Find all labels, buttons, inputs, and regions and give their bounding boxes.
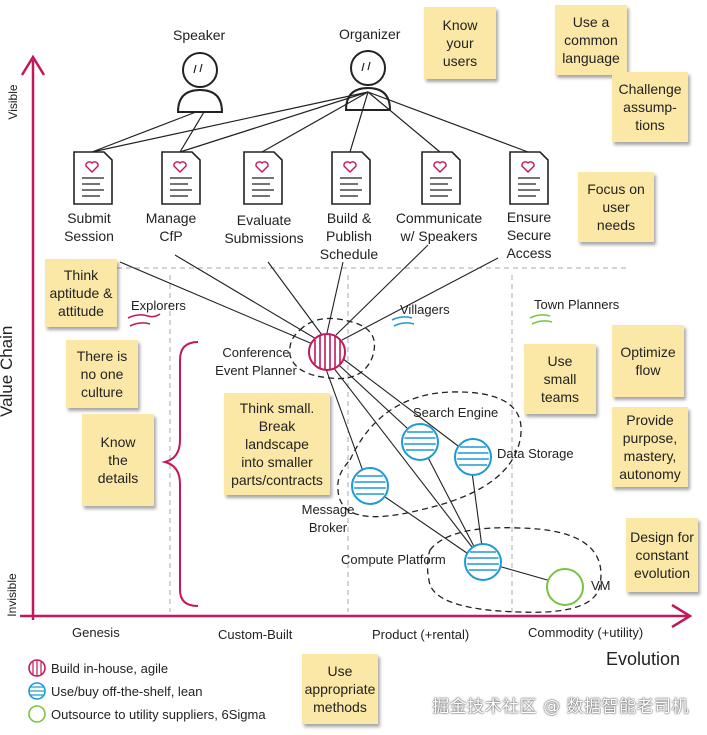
x-axis-arrow <box>671 603 693 629</box>
sticky-aptitude: Think aptitude & attitude <box>45 259 117 327</box>
data-storage-node <box>454 438 492 476</box>
need-schedule: Build & Publish Schedule <box>319 210 379 262</box>
sticky-optimize-flow: Optimize flow <box>612 325 684 397</box>
component-search-label: Search Engine <box>413 405 499 420</box>
component-broker-label: Message Broker <box>301 502 355 535</box>
legend-outsource-symbol <box>28 705 46 723</box>
y-axis-bottom-label: Invisible <box>5 573 19 617</box>
need-evaluate: Evaluate Submissions <box>224 212 304 246</box>
component-vm-label: VM <box>591 578 611 593</box>
user-organizer: Organizer <box>339 26 401 42</box>
need-documents <box>73 151 549 205</box>
component-compute-label: Compute Platform <box>341 552 446 567</box>
need-doc-manage-icon <box>161 151 201 205</box>
stage-genesis: Genesis <box>72 625 120 640</box>
y-axis-arrow <box>20 54 46 76</box>
need-doc-schedule-icon <box>331 151 371 205</box>
off-shelf-nodes <box>351 423 502 581</box>
town-planners-squiggle <box>529 314 553 325</box>
explorers-squiggle <box>127 313 161 327</box>
sticky-know-details: Know the details <box>82 414 154 506</box>
sticky-challenge: Challenge assump- tions <box>612 72 688 142</box>
need-communicate: Communicate w/ Speakers <box>395 210 483 244</box>
need-manage-cfp: Manage CfP <box>145 210 197 244</box>
legend-offshelf-symbol <box>28 682 46 700</box>
legend-inhouse: Build in-house, agile <box>51 661 169 676</box>
y-axis-top-label: Visible <box>6 84 20 120</box>
sticky-constant-evolution: Design for constant evolution <box>626 518 698 592</box>
sticky-know-users: Know your users <box>424 7 496 79</box>
compute-platform-node <box>464 543 502 581</box>
conference-planner-node <box>308 333 346 371</box>
need-component-links <box>119 244 566 586</box>
need-doc-secure-icon <box>509 151 549 205</box>
stage-commodity: Commodity (+utility) <box>528 625 644 640</box>
legend-outsource: Outsource to utility suppliers, 6Sigma <box>51 707 266 722</box>
services-group <box>337 391 522 518</box>
sticky-purpose: Provide purpose, mastery, autonomy <box>612 407 688 487</box>
villagers-squiggle <box>391 316 415 327</box>
stage-product: Product (+rental) <box>372 627 470 642</box>
vm-node <box>546 568 584 606</box>
explorers-brace <box>161 341 199 607</box>
sticky-think-small: Think small. Break landscape into smalle… <box>224 393 330 495</box>
watermark: 掘金技术社区 @ 数据智能老司机 <box>432 697 689 717</box>
sticky-no-culture: There is no one culture <box>66 340 138 408</box>
component-conference-label: Conference Event Planner <box>215 345 297 378</box>
component-storage-label: Data Storage <box>497 446 574 461</box>
planner-group <box>289 317 376 380</box>
compute-group <box>426 527 602 613</box>
need-doc-communicate-icon <box>421 151 461 205</box>
sticky-appropriate-methods: Use appropriate methods <box>302 654 378 724</box>
need-doc-evaluate-icon <box>243 151 283 205</box>
sticky-common-language: Use a common language <box>555 5 627 75</box>
sticky-small-teams: Use small teams <box>524 344 596 414</box>
need-doc-submit-icon <box>73 151 113 205</box>
need-submit-session: Submit Session <box>64 210 114 244</box>
user-speaker: Speaker <box>173 27 226 43</box>
need-secure-access: Ensure Secure Access <box>506 209 552 261</box>
search-engine-node <box>401 423 439 461</box>
y-axis-label: Value Chain <box>0 325 16 417</box>
persona-explorers: Explorers <box>131 298 186 313</box>
speaker-figure <box>176 52 224 113</box>
message-broker-node <box>351 467 389 505</box>
legend-inhouse-symbol <box>28 659 46 677</box>
sticky-focus-needs: Focus on user needs <box>578 172 654 242</box>
persona-villagers: Villagers <box>400 302 450 317</box>
persona-town-planners: Town Planners <box>534 297 620 312</box>
organizer-figure <box>344 50 392 111</box>
legend-offshelf: Use/buy off-the-shelf, lean <box>51 684 203 699</box>
x-axis-label: Evolution <box>606 649 681 669</box>
user-need-links <box>91 91 529 153</box>
stage-custom: Custom-Built <box>218 627 293 642</box>
